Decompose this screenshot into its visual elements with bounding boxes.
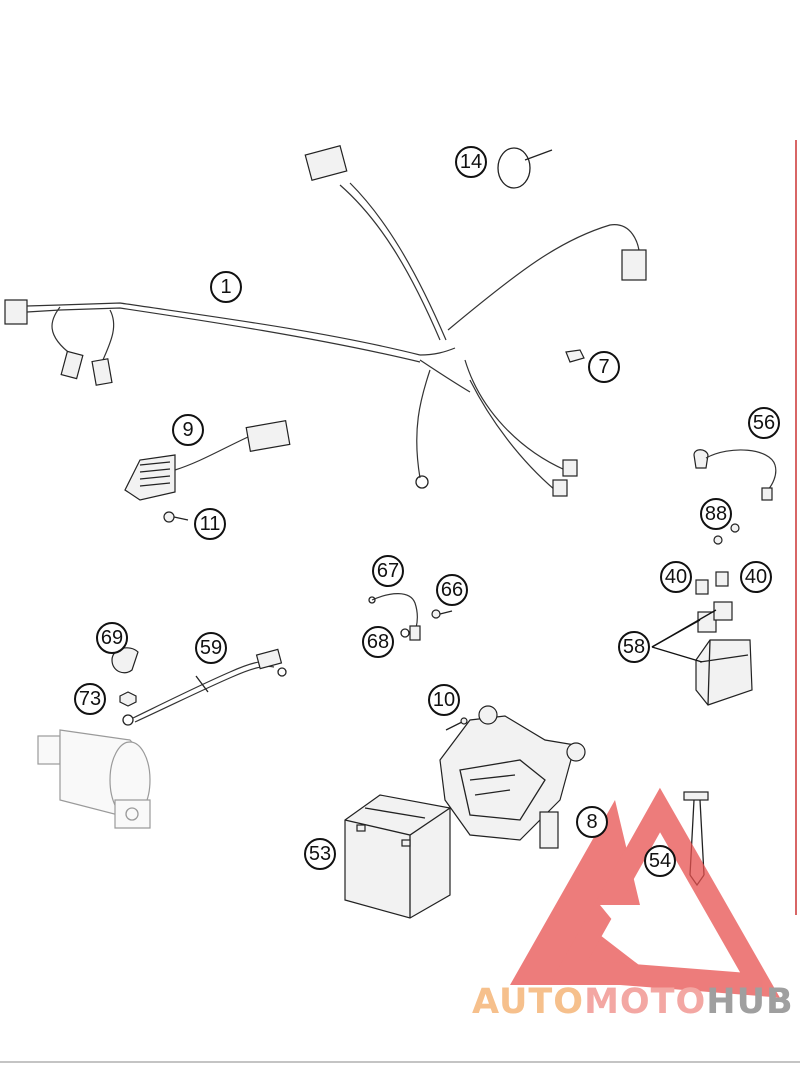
svg-text:67: 67 [377,560,399,582]
screw-part-66 [431,609,453,619]
svg-text:88: 88 [705,503,727,525]
starter-relay-part [695,601,753,706]
wiring-harness-part [4,145,647,497]
svg-text:73: 73 [79,688,101,710]
callout-14: 14 [455,146,487,178]
svg-text:10: 10 [433,689,455,711]
watermark-brand-text: AUTOMOTOHUB [472,982,794,1022]
callout-40-left: 40 [660,561,692,593]
starter-motor [37,729,151,829]
callout-9: 9 [172,414,204,446]
callout-40-right: 40 [740,561,772,593]
battery-part [344,794,451,919]
svg-text:14: 14 [460,151,482,173]
leader-lines-58 [651,609,717,663]
svg-text:1: 1 [220,276,231,298]
watermark-auto: AUTO [472,982,585,1022]
svg-text:53: 53 [309,843,331,865]
svg-text:40: 40 [665,566,687,588]
callout-66: 66 [436,574,468,606]
callout-1: 1 [210,271,242,303]
svg-text:8: 8 [586,811,597,833]
voltage-regulator-part [124,420,291,501]
callout-7: 7 [588,351,620,383]
svg-text:66: 66 [441,579,463,601]
screw-part-10 [445,717,468,731]
svg-text:11: 11 [200,513,221,535]
callout-73: 73 [74,683,106,715]
watermark-logo-icon [510,787,780,998]
callout-58: 58 [618,631,650,663]
callout-53: 53 [304,838,336,870]
starter-cable-part [122,648,287,726]
callout-67: 67 [372,555,404,587]
callout-68: 68 [362,626,394,658]
ground-cable-part [368,593,421,641]
callout-88: 88 [700,498,732,530]
svg-text:7: 7 [598,356,609,378]
screw-part-11 [163,511,189,523]
battery-holder-part [439,705,586,849]
svg-text:59: 59 [200,637,222,659]
watermark-moto: MOTO [584,982,707,1022]
fuse-parts-40 [695,571,729,595]
svg-text:54: 54 [649,850,671,872]
svg-text:40: 40 [745,566,767,588]
callout-10: 10 [428,684,460,716]
clip-part [565,349,585,363]
svg-text:68: 68 [367,631,389,653]
svg-text:69: 69 [101,627,123,649]
svg-text:58: 58 [623,636,645,658]
cable-part-56 [693,449,777,501]
callout-69: 69 [96,622,128,654]
nut-part-73 [119,691,137,707]
cable-tie-part [497,147,553,189]
callout-54: 54 [644,845,676,877]
svg-text:56: 56 [753,412,775,434]
callout-8: 8 [576,806,608,838]
svg-text:9: 9 [182,419,193,441]
watermark-hub: HUB [706,982,794,1022]
callout-59: 59 [195,632,227,664]
screw-part-88 [713,523,740,545]
callout-11: 11 [194,508,226,540]
washer-part-68 [400,628,410,638]
callout-56: 56 [748,407,780,439]
